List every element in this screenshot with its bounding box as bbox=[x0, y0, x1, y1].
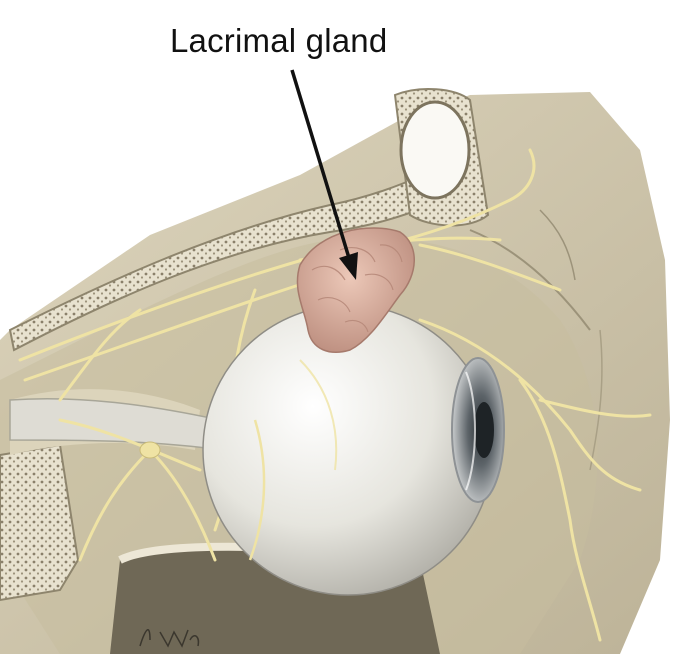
ciliary-ganglion bbox=[139, 441, 161, 459]
label-pointer-arrow bbox=[290, 69, 358, 280]
artist-signature bbox=[139, 629, 200, 648]
cornea-iris bbox=[451, 357, 505, 503]
frontal-sinus bbox=[399, 100, 471, 200]
lacrimal-gland bbox=[296, 227, 415, 353]
lacrimal-gland-label: Lacrimal gland bbox=[170, 22, 388, 59]
